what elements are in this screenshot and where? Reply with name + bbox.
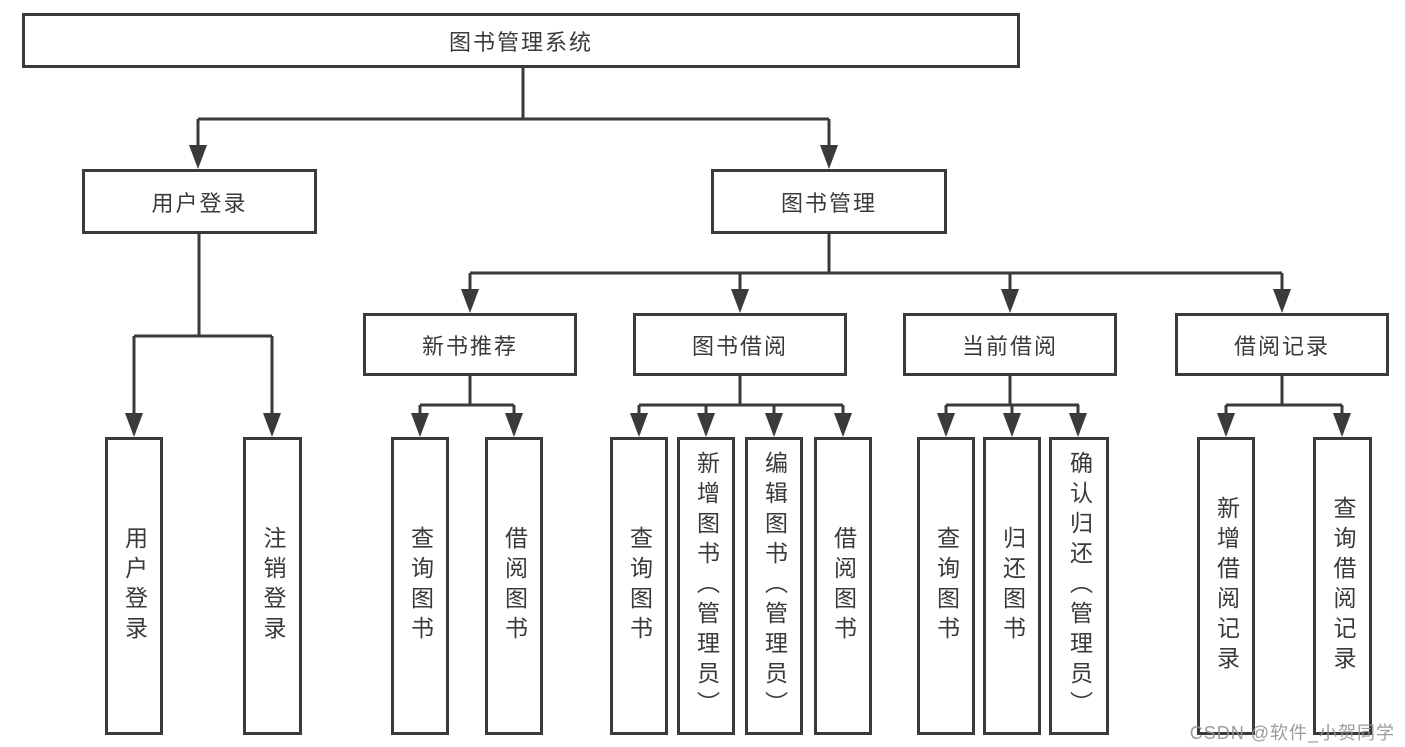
node-leaf-query-books-borrow: 查询图书 [610, 437, 668, 735]
node-label: 借阅图书 [501, 526, 528, 646]
arrowhead [697, 413, 715, 437]
arrowhead [765, 413, 783, 437]
node-label: 查询图书 [626, 526, 653, 646]
connector-borrow-records-branch [1224, 374, 1344, 418]
node-label: 查询图书 [933, 526, 960, 646]
arrowhead [937, 413, 955, 437]
node-leaf-query-borrow-record: 查询借阅记录 [1313, 437, 1372, 735]
connector-new-book-branch [418, 374, 516, 418]
node-current-borrow: 当前借阅 [903, 313, 1117, 376]
node-label: 用户登录 [121, 526, 148, 646]
node-label: 归还图书 [999, 526, 1026, 646]
node-label: 新增图书（管理员） [693, 451, 720, 721]
node-book-borrow: 图书借阅 [633, 313, 847, 376]
node-leaf-add-book-admin: 新增图书（管理员） [677, 437, 735, 735]
node-borrow-records: 借阅记录 [1175, 313, 1389, 376]
arrowhead [189, 145, 207, 169]
node-label: 图书管理 [780, 190, 877, 216]
arrowhead [1273, 289, 1291, 313]
node-label: 图书借阅 [691, 333, 788, 359]
arrowhead [1217, 413, 1235, 437]
arrowhead [820, 145, 838, 169]
node-user-login: 用户登录 [82, 169, 317, 234]
node-label: 编辑图书（管理员） [761, 451, 788, 721]
connector-book-borrow-branch [637, 374, 845, 418]
arrowhead [1069, 413, 1087, 437]
node-new-book-recommend: 新书推荐 [363, 313, 577, 376]
arrowhead [125, 413, 143, 437]
arrowhead [630, 413, 648, 437]
node-leaf-logout: 注销登录 [243, 437, 302, 735]
node-leaf-user-login: 用户登录 [105, 437, 163, 735]
node-label: 新增借阅记录 [1213, 496, 1240, 676]
node-label: 借阅图书 [830, 526, 857, 646]
node-leaf-confirm-return-admin: 确认归还（管理员） [1049, 437, 1109, 735]
node-label: 借阅记录 [1233, 333, 1330, 359]
node-leaf-query-books-recommend: 查询图书 [391, 437, 449, 735]
node-leaf-borrow-books: 借阅图书 [814, 437, 872, 735]
node-label: 用户登录 [151, 190, 248, 216]
node-label: 当前借阅 [961, 333, 1058, 359]
node-label: 查询借阅记录 [1330, 496, 1356, 676]
node-label: 注销登录 [260, 526, 286, 646]
node-leaf-add-borrow-record: 新增借阅记录 [1197, 437, 1255, 735]
node-label: 查询图书 [407, 526, 434, 646]
arrowhead [1003, 413, 1021, 437]
node-leaf-query-books-current: 查询图书 [917, 437, 975, 735]
arrowhead [461, 289, 479, 313]
connector-user-login-branch [132, 232, 274, 418]
node-label: 图书管理系统 [448, 29, 593, 55]
node-library-management-system: 图书管理系统 [22, 13, 1020, 68]
arrowhead [505, 413, 523, 437]
node-leaf-edit-book-admin: 编辑图书（管理员） [745, 437, 803, 735]
arrowhead [1333, 413, 1351, 437]
connector-current-borrow-branch [944, 374, 1080, 418]
arrowhead [731, 289, 749, 313]
node-label: 新书推荐 [421, 333, 518, 359]
connector-book-management-branch [468, 232, 1284, 294]
node-leaf-return-books: 归还图书 [983, 437, 1041, 735]
arrowhead [263, 413, 281, 437]
watermark-text: CSDN @软件_小贺同学 [1189, 723, 1395, 743]
connector-root-to-level2 [196, 66, 831, 150]
arrowhead [1001, 289, 1019, 313]
node-leaf-borrow-books-recommend: 借阅图书 [485, 437, 543, 735]
node-book-management: 图书管理 [711, 169, 947, 234]
node-label: 确认归还（管理员） [1066, 451, 1093, 721]
arrowhead [834, 413, 852, 437]
arrowhead [411, 413, 429, 437]
